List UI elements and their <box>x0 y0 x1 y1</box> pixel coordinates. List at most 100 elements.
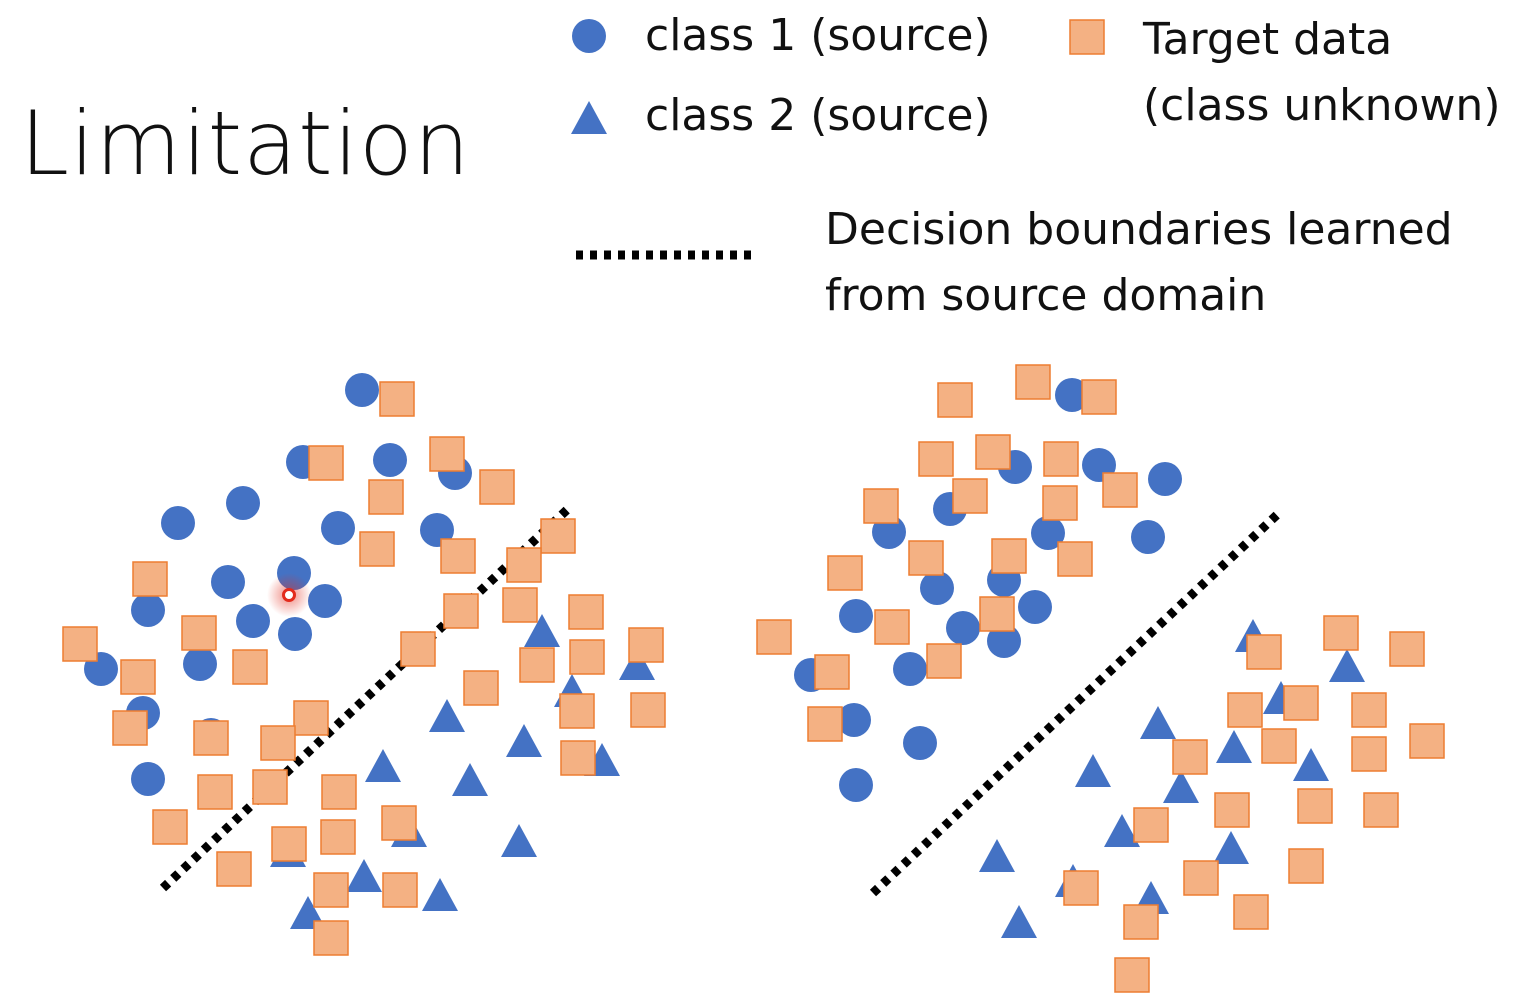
class2-triangle <box>452 763 488 796</box>
class1-circle <box>946 611 980 645</box>
decision-boundary-left <box>159 503 574 892</box>
class2-triangle <box>1213 831 1249 864</box>
target-square <box>320 819 356 855</box>
decision-boundary-right <box>869 508 1284 897</box>
left-panel-points <box>62 373 666 956</box>
target-square <box>120 659 156 695</box>
target-square <box>1043 441 1079 477</box>
class2-triangle <box>1163 770 1199 803</box>
target-square <box>1363 792 1399 828</box>
class1-circle <box>321 511 355 545</box>
class1-circle <box>211 565 245 599</box>
legend-boundary-label-line2: from source domain <box>825 270 1267 321</box>
class2-triangle <box>501 824 537 857</box>
target-square <box>827 555 863 591</box>
target-square <box>952 478 988 514</box>
target-square <box>308 445 344 481</box>
class1-circle <box>839 768 873 802</box>
target-square <box>630 692 666 728</box>
target-square <box>560 740 596 776</box>
target-square <box>863 488 899 524</box>
class1-circle <box>893 652 927 686</box>
legend-boundary-label-line1: Decision boundaries learned <box>825 204 1453 255</box>
class1-circle <box>278 617 312 651</box>
class2-triangle <box>422 878 458 911</box>
target-square <box>429 436 465 472</box>
class2-triangle <box>1216 730 1252 763</box>
target-square <box>293 700 329 736</box>
target-square <box>979 596 1015 632</box>
target-square <box>814 654 850 690</box>
target-square <box>252 769 288 805</box>
class2-triangle <box>1104 814 1140 847</box>
target-square <box>559 693 595 729</box>
class1-circle <box>837 703 871 737</box>
class2-triangle <box>1075 754 1111 787</box>
class2-triangle <box>979 839 1015 872</box>
class1-circle <box>236 604 270 638</box>
target-square <box>382 872 418 908</box>
class1-circle <box>987 624 1021 658</box>
class1-circle <box>1031 516 1065 550</box>
class2-triangle <box>524 614 560 647</box>
class2-triangle <box>1293 748 1329 781</box>
target-square <box>381 805 417 841</box>
target-square <box>379 381 415 417</box>
target-square <box>1214 792 1250 828</box>
target-square <box>1133 807 1169 843</box>
target-square <box>359 531 395 567</box>
class2-triangle <box>365 749 401 782</box>
target-square <box>506 547 542 583</box>
target-square <box>1323 615 1359 651</box>
target-square <box>540 518 576 554</box>
right-panel-points <box>756 364 1445 993</box>
class1-circle <box>1055 378 1089 412</box>
legend-markers <box>571 19 1105 260</box>
class2-triangle <box>619 647 655 680</box>
legend-class2-marker <box>571 101 607 134</box>
class1-circle <box>183 647 217 681</box>
target-square <box>152 809 188 845</box>
target-square <box>569 639 605 675</box>
decision-boundaries <box>159 503 1284 897</box>
target-square <box>1389 631 1425 667</box>
target-square <box>313 920 349 956</box>
class1-circle <box>308 584 342 618</box>
target-square <box>193 720 229 756</box>
target-square <box>1297 788 1333 824</box>
class1-circle <box>161 506 195 540</box>
target-square <box>918 441 954 477</box>
target-square <box>368 479 404 515</box>
target-square <box>1409 723 1445 759</box>
class1-circle <box>903 726 937 760</box>
target-square <box>197 774 233 810</box>
class1-circle <box>1148 462 1182 496</box>
class1-circle <box>226 486 260 520</box>
target-square <box>260 725 296 761</box>
target-square <box>1081 379 1117 415</box>
class2-triangle <box>1329 649 1365 682</box>
target-square <box>400 631 436 667</box>
legend-target-label-line2: (class unknown) <box>1143 80 1501 131</box>
target-square <box>807 706 843 742</box>
legend-target-marker <box>1069 19 1105 55</box>
target-square <box>112 710 148 746</box>
target-square <box>991 538 1027 574</box>
target-square <box>519 647 555 683</box>
target-square <box>132 561 168 597</box>
cursor-layer <box>267 573 311 617</box>
target-square <box>321 774 357 810</box>
cursor-pointer <box>282 588 296 602</box>
target-square <box>1114 957 1150 993</box>
target-square <box>502 587 538 623</box>
target-square <box>926 643 962 679</box>
target-square <box>1227 692 1263 728</box>
class2-triangle <box>1001 905 1037 938</box>
target-square <box>1063 870 1099 906</box>
target-square <box>1042 485 1078 521</box>
target-square <box>463 670 499 706</box>
class1-circle <box>839 599 873 633</box>
legend-class1-marker <box>572 19 606 53</box>
class1-circle <box>131 762 165 796</box>
